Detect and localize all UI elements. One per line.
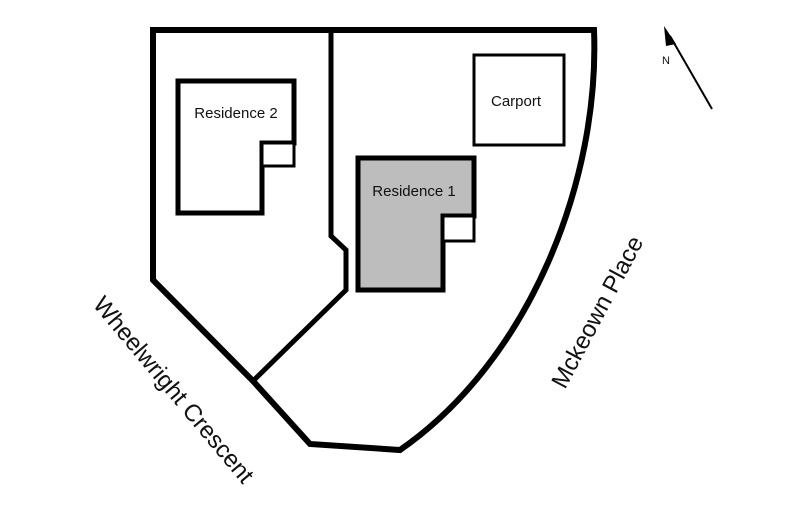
lot-divider <box>251 30 349 383</box>
carport-label: Carport <box>491 93 542 110</box>
residence-2-annex <box>260 141 296 168</box>
north-arrow-icon: N <box>662 26 713 110</box>
street-label-wheelwright: Wheelwright Crescent <box>87 292 259 489</box>
street-label-mckeown: Mckeown Place <box>546 232 649 393</box>
residence-2-label: Residence 2 <box>194 105 277 122</box>
north-label: N <box>662 55 670 67</box>
lot-boundary <box>150 27 598 454</box>
residence-2: Residence 2 <box>175 78 297 216</box>
residence-1-annex <box>441 214 476 243</box>
residence-1-label: Residence 1 <box>372 183 455 200</box>
residence-1: Residence 1 <box>355 155 477 293</box>
carport: Carport <box>472 53 566 147</box>
